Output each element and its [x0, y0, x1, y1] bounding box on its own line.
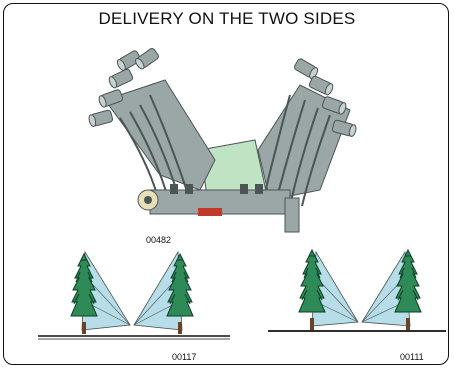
- right-orchard-figure: [268, 250, 446, 331]
- left-orchard-figure: [38, 252, 230, 339]
- figure-ref-main: 00482: [146, 235, 171, 245]
- right-boom: [258, 58, 357, 206]
- figure-ref-left: 00117: [172, 352, 196, 362]
- sprayer-machine: [88, 47, 357, 232]
- left-boom: [88, 47, 215, 205]
- machine-base: [138, 184, 299, 232]
- figure-ref-right: 00111: [400, 352, 424, 362]
